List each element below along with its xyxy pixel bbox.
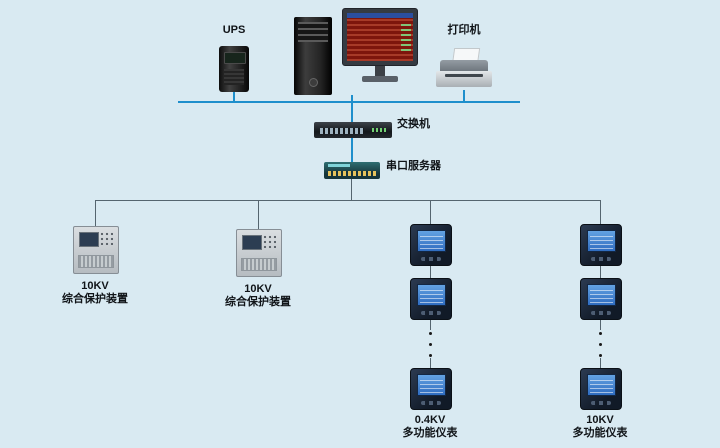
meter-icon bbox=[580, 278, 622, 320]
protection-device-keypad bbox=[100, 232, 113, 245]
protect1-drop-line bbox=[95, 200, 96, 227]
meter-screen bbox=[417, 374, 446, 396]
monitor-stand-base bbox=[362, 76, 398, 82]
protection-device-keypad bbox=[263, 235, 276, 248]
meter-screen bbox=[587, 284, 616, 306]
protection-device-1-label: 10KV 综合保护装置 bbox=[45, 280, 145, 306]
meter-screen bbox=[417, 230, 446, 252]
printer-output-slot bbox=[445, 74, 483, 77]
meter-column-1-voltage: 0.4KV bbox=[414, 414, 446, 426]
protection-device-2-name: 综合保护装置 bbox=[225, 296, 291, 308]
printer-icon bbox=[436, 48, 492, 90]
protect2-drop-line bbox=[258, 200, 259, 230]
monitor-screen bbox=[347, 13, 413, 61]
meter-column-1-label: 0.4KV 多功能仪表 bbox=[380, 414, 480, 440]
monitor-stand-neck bbox=[375, 66, 385, 76]
protection-device-1-name: 综合保护装置 bbox=[62, 293, 128, 305]
serial-server-label: 串口服务器 bbox=[386, 160, 441, 172]
protection-device-1-icon bbox=[73, 226, 119, 274]
printer-top bbox=[440, 60, 488, 72]
meter-screen bbox=[587, 374, 616, 396]
monitor-icon bbox=[342, 8, 418, 66]
meter-icon bbox=[580, 368, 622, 410]
meter-buttons bbox=[421, 401, 441, 405]
meter-icon bbox=[410, 278, 452, 320]
serial-to-branch-line bbox=[351, 179, 352, 200]
ups-device-icon bbox=[219, 46, 249, 92]
ups-drop-line bbox=[233, 92, 235, 101]
meter-buttons bbox=[591, 401, 611, 405]
switch-label: 交换机 bbox=[397, 118, 430, 130]
protection-device-terminals bbox=[78, 255, 114, 268]
computer-tower-icon bbox=[294, 17, 332, 95]
branch-bus-line bbox=[95, 200, 600, 201]
meter-icon bbox=[410, 224, 452, 266]
meter-column-1-name: 多功能仪表 bbox=[402, 427, 458, 439]
meter-column-2-label: 10KV 多功能仪表 bbox=[550, 414, 650, 440]
ups-label: UPS bbox=[222, 24, 246, 36]
meter-column-2-name: 多功能仪表 bbox=[572, 427, 628, 439]
meter-buttons bbox=[421, 311, 441, 315]
meter-buttons bbox=[421, 257, 441, 261]
printer-drop-line bbox=[463, 90, 465, 101]
protection-device-screen bbox=[79, 232, 99, 247]
meter-buttons bbox=[591, 257, 611, 261]
serial-server-icon bbox=[324, 162, 380, 179]
switch-to-serial-line bbox=[351, 138, 353, 162]
protection-device-2-voltage: 10KV bbox=[244, 283, 272, 295]
protection-device-terminals bbox=[241, 258, 277, 271]
meter-icon bbox=[410, 368, 452, 410]
protection-device-2-icon bbox=[236, 229, 282, 277]
bus-to-switch-line bbox=[351, 103, 353, 122]
meter-col1-line-lower bbox=[430, 358, 431, 370]
meter-column-2-voltage: 10KV bbox=[586, 414, 614, 426]
meter-icon bbox=[580, 224, 622, 266]
ellipsis-dots bbox=[599, 332, 602, 357]
meter-buttons bbox=[591, 311, 611, 315]
switch-device-icon bbox=[314, 122, 392, 138]
meter-screen bbox=[587, 230, 616, 252]
network-bus-line bbox=[178, 101, 520, 103]
ellipsis-dots bbox=[429, 332, 432, 357]
protection-device-1-voltage: 10KV bbox=[81, 280, 109, 292]
meter-col2-line-lower bbox=[600, 358, 601, 370]
meter-screen bbox=[417, 284, 446, 306]
protection-device-2-label: 10KV 综合保护装置 bbox=[208, 283, 308, 309]
printer-label: 打印机 bbox=[447, 24, 481, 36]
protection-device-screen bbox=[242, 235, 262, 250]
computer-drop-line bbox=[351, 95, 353, 101]
